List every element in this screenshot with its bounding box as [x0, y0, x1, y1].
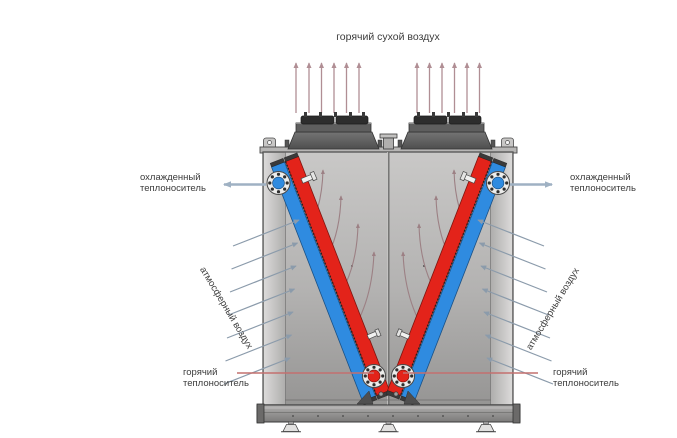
vent-fitting: [366, 328, 382, 340]
fan-blades: [448, 115, 482, 125]
atmospheric-arrow: [478, 242, 546, 270]
flange-cold-right: [486, 171, 510, 195]
foot: [378, 421, 399, 433]
atmospheric-arrow: [226, 311, 294, 339]
atmospheric-arrow: [484, 334, 552, 362]
atmospheric-arrow: [223, 357, 291, 385]
atmospheric-arrow: [228, 288, 296, 316]
atmospheric-arrow: [477, 219, 545, 247]
label-hot-fluid-right: горячий теплоноситель: [553, 367, 619, 389]
atmospheric-arrow: [480, 265, 548, 293]
atmospheric-arrows-left: [223, 219, 300, 385]
atmospheric-arrow: [232, 219, 300, 247]
fan-housing-left: [284, 112, 383, 150]
atmospheric-arrow: [231, 242, 299, 270]
coil-bottom-detail: [356, 390, 421, 405]
vent-fitting: [300, 171, 318, 184]
base-frame: [256, 403, 521, 433]
flange-hot-right: [391, 364, 415, 388]
fan-blades: [413, 115, 448, 125]
atmospheric-arrow: [481, 288, 549, 316]
foot: [281, 421, 301, 433]
label-cooled-fluid-right: охлажденный теплоноситель: [570, 172, 636, 194]
atmospheric-arrow: [483, 311, 551, 339]
atmospheric-arrows-right: [477, 219, 554, 385]
fan-blades: [300, 115, 335, 125]
label-hot-dry-air: горячий сухой воздух: [336, 31, 440, 43]
atmospheric-arrow: [225, 334, 293, 362]
flange-cold-left: [266, 171, 291, 195]
foot: [476, 421, 496, 433]
atmospheric-arrow: [229, 265, 297, 293]
label-hot-fluid-left: горячий теплоноситель: [183, 367, 249, 389]
fan-blades: [335, 115, 369, 125]
atmospheric-arrow: [486, 357, 554, 385]
label-cooled-fluid-left: охлажденный теплоноситель: [140, 172, 206, 194]
hot-air-arrows: [293, 62, 483, 113]
flange-hot-left: [362, 364, 386, 388]
center-bracket: [379, 133, 398, 150]
fan-housing-right: [397, 112, 496, 150]
vent-fitting: [395, 328, 411, 340]
vent-fitting: [459, 171, 477, 184]
